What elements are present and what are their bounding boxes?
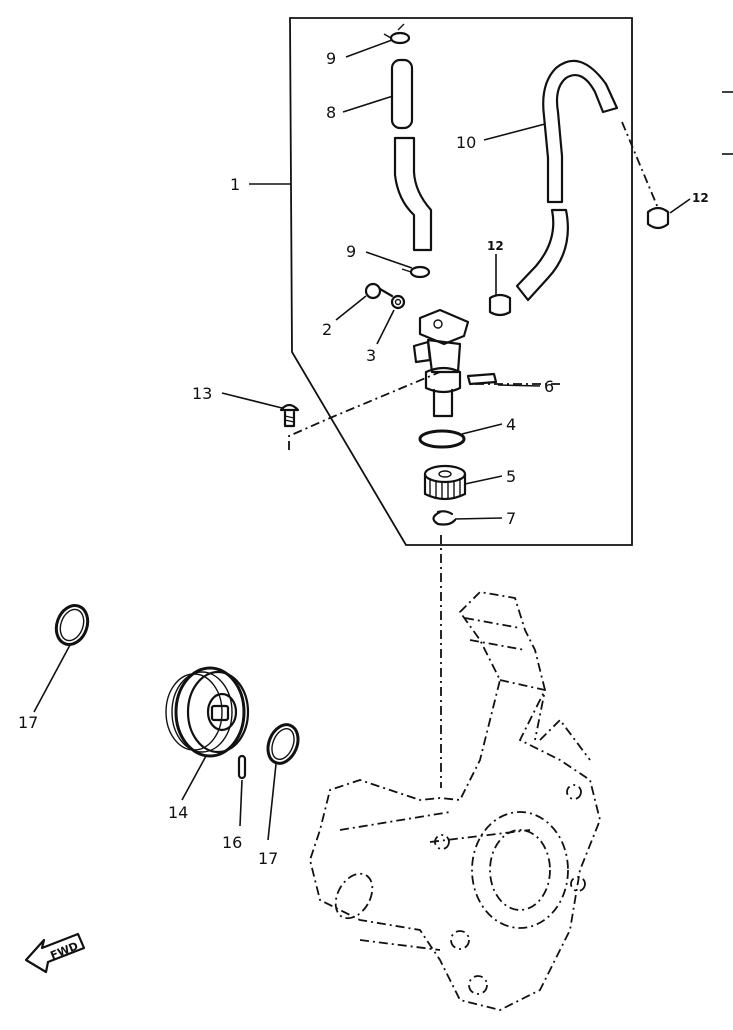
callout-7: 7: [506, 509, 516, 528]
cap-part-12-right: [646, 206, 670, 230]
callout-13: 13: [192, 384, 212, 403]
callout-8: 8: [326, 103, 336, 122]
o-ring-part-4: [418, 429, 466, 449]
callout-12-middle: 12: [487, 239, 504, 253]
hose-part-10: [542, 59, 619, 204]
hose-clip-part-9-middle: [401, 265, 431, 279]
alignment-line-screw: [288, 371, 441, 450]
crankcase-cover-phantom: [309, 591, 601, 1011]
hose-part-8: [390, 58, 433, 252]
callout-2: 2: [322, 320, 332, 339]
callout-9-middle: 9: [346, 242, 356, 261]
gear-part-5: [423, 464, 467, 501]
callout-3: 3: [366, 346, 376, 365]
callout-6: 6: [544, 377, 554, 396]
callout-4: 4: [506, 415, 516, 434]
assembly-boundary-box: [289, 17, 633, 546]
pulley-part-14: [165, 666, 250, 758]
circlip-part-7: [432, 510, 457, 526]
callout-5: 5: [506, 467, 516, 486]
callout-16: 16: [222, 833, 242, 852]
bolt-part-2: [364, 282, 394, 300]
callout-17-right: 17: [258, 849, 278, 868]
pin-part-16: [237, 754, 247, 780]
forward-direction-arrow: FWD: [24, 932, 86, 974]
callout-17-left: 17: [18, 713, 38, 732]
callout-12-right: 12: [692, 191, 709, 205]
ring-part-17-left: [54, 604, 90, 646]
cap-part-12-middle: [488, 293, 512, 317]
callout-9-top: 9: [326, 49, 336, 68]
callout-1: 1: [230, 175, 240, 194]
callout-14: 14: [168, 803, 188, 822]
pin-part-6: [466, 372, 498, 386]
callout-10: 10: [456, 133, 476, 152]
alignment-line-hose: [621, 121, 659, 209]
oil-pump-body: [412, 308, 470, 418]
hose-part-10-lower: [515, 208, 569, 302]
screw-part-13: [279, 403, 300, 428]
ring-part-17-right: [266, 723, 300, 765]
callout-labels: 1 9 8 10 12 9 12 2 3 13 6 4 5 7 17 14 16…: [18, 49, 709, 868]
leader-lines: [33, 39, 691, 841]
hose-clip-part-9-top: [383, 23, 411, 45]
washer-part-3: [390, 294, 406, 310]
